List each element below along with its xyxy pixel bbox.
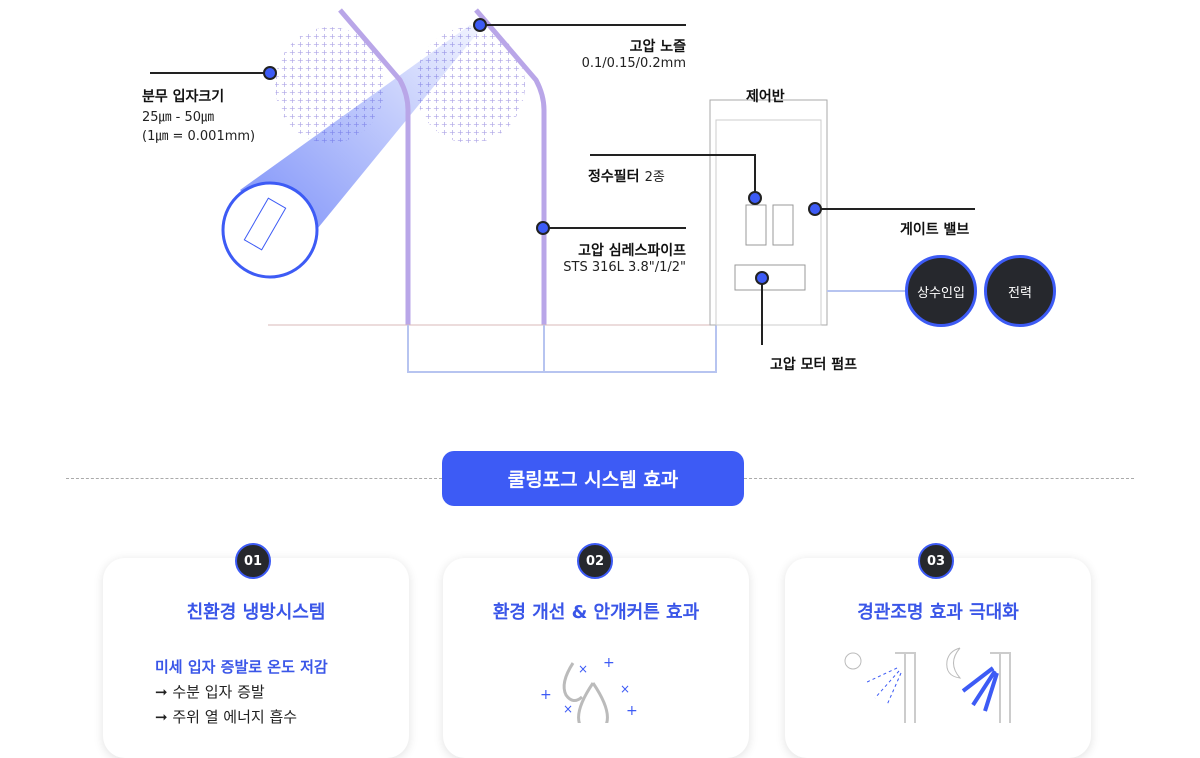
card-1-title: 친환경 냉방시스템 (186, 602, 326, 623)
nozzle-spec: 0.1/0.15/0.2mm (581, 56, 686, 71)
power-badge: 전력 (984, 255, 1056, 327)
divider-left (66, 478, 442, 479)
control-cabinet (709, 99, 828, 326)
svg-text:+: + (626, 703, 638, 719)
pump-label: 고압 모터 펌프 (770, 357, 858, 373)
underground-pipe (407, 290, 717, 373)
card-2-title: 환경 개선 & 안개커튼 효과 (492, 602, 700, 623)
svg-text:×: × (563, 702, 573, 716)
svg-text:+: + (540, 687, 552, 703)
card-1-line-2: ➞ 주위 열 에너지 흡수 (155, 708, 298, 726)
nozzle-label: 고압 노즐 0.1/0.15/0.2mm (582, 36, 686, 71)
filter-spec: 2종 (644, 170, 665, 185)
water-drop-icon: + × + × × + (540, 655, 638, 723)
filter-label: 정수필터 2종 (588, 166, 665, 186)
pipe-spec: STS 316L 3.8"/1/2" (563, 260, 686, 275)
pole-1 (338, 8, 411, 325)
pipe-title: 고압 심레스파이프 (578, 243, 686, 259)
particle-size-title: 분무 입자크기 (142, 89, 225, 105)
pole-2 (474, 8, 547, 325)
particle-size-label: 분무 입자크기 25㎛ - 50㎛ (1㎛ = 0.001mm) (142, 86, 255, 144)
filter-title: 정수필터 (588, 169, 640, 185)
effect-card-3 (785, 558, 1091, 758)
pump-icon (734, 264, 806, 291)
effect-card-1: 미세 입자 증발로 온도 저감 ➞ 수분 입자 증발 ➞ 주위 열 에너지 흡수 (103, 558, 409, 758)
divider-right (744, 478, 1134, 479)
card-1-number-badge: 01 (235, 543, 271, 579)
svg-text:×: × (578, 662, 588, 676)
svg-text:+: + (603, 655, 615, 671)
svg-text:×: × (620, 682, 630, 696)
control-panel-label: 제어반 (746, 89, 785, 105)
card-1-body: 미세 입자 증발로 온도 저감 ➞ 수분 입자 증발 ➞ 주위 열 에너지 흡수 (155, 656, 328, 727)
effect-card-2: + × + × × + (443, 558, 749, 758)
nozzle-title: 고압 노즐 (629, 39, 686, 55)
filter-2 (772, 204, 794, 246)
card-1-subtitle: 미세 입자 증발로 온도 저감 (155, 658, 328, 676)
particle-size-note: (1㎛ = 0.001mm) (142, 129, 256, 144)
card-2-number-badge: 02 (577, 543, 613, 579)
card-3-title: 경관조명 효과 극대화 (857, 602, 1019, 623)
system-diagram: + (150, 8, 975, 373)
pipe-label: 고압 심레스파이프 STS 316L 3.8"/1/2" (563, 240, 686, 275)
nozzle-icon (243, 197, 287, 251)
card-3-number-badge: 03 (918, 543, 954, 579)
particle-size-range: 25㎛ - 50㎛ (142, 110, 215, 125)
gate-valve-label: 게이트 밸브 (900, 222, 970, 238)
section-title-banner: 쿨링포그 시스템 효과 (442, 451, 744, 506)
filter-1 (745, 204, 767, 246)
landscape-lighting-icon (844, 647, 1011, 723)
water-inlet-badge: 상수인입 (905, 255, 977, 327)
nozzle-zoom-circle (221, 181, 319, 279)
card-1-line-1: ➞ 수분 입자 증발 (155, 683, 265, 701)
